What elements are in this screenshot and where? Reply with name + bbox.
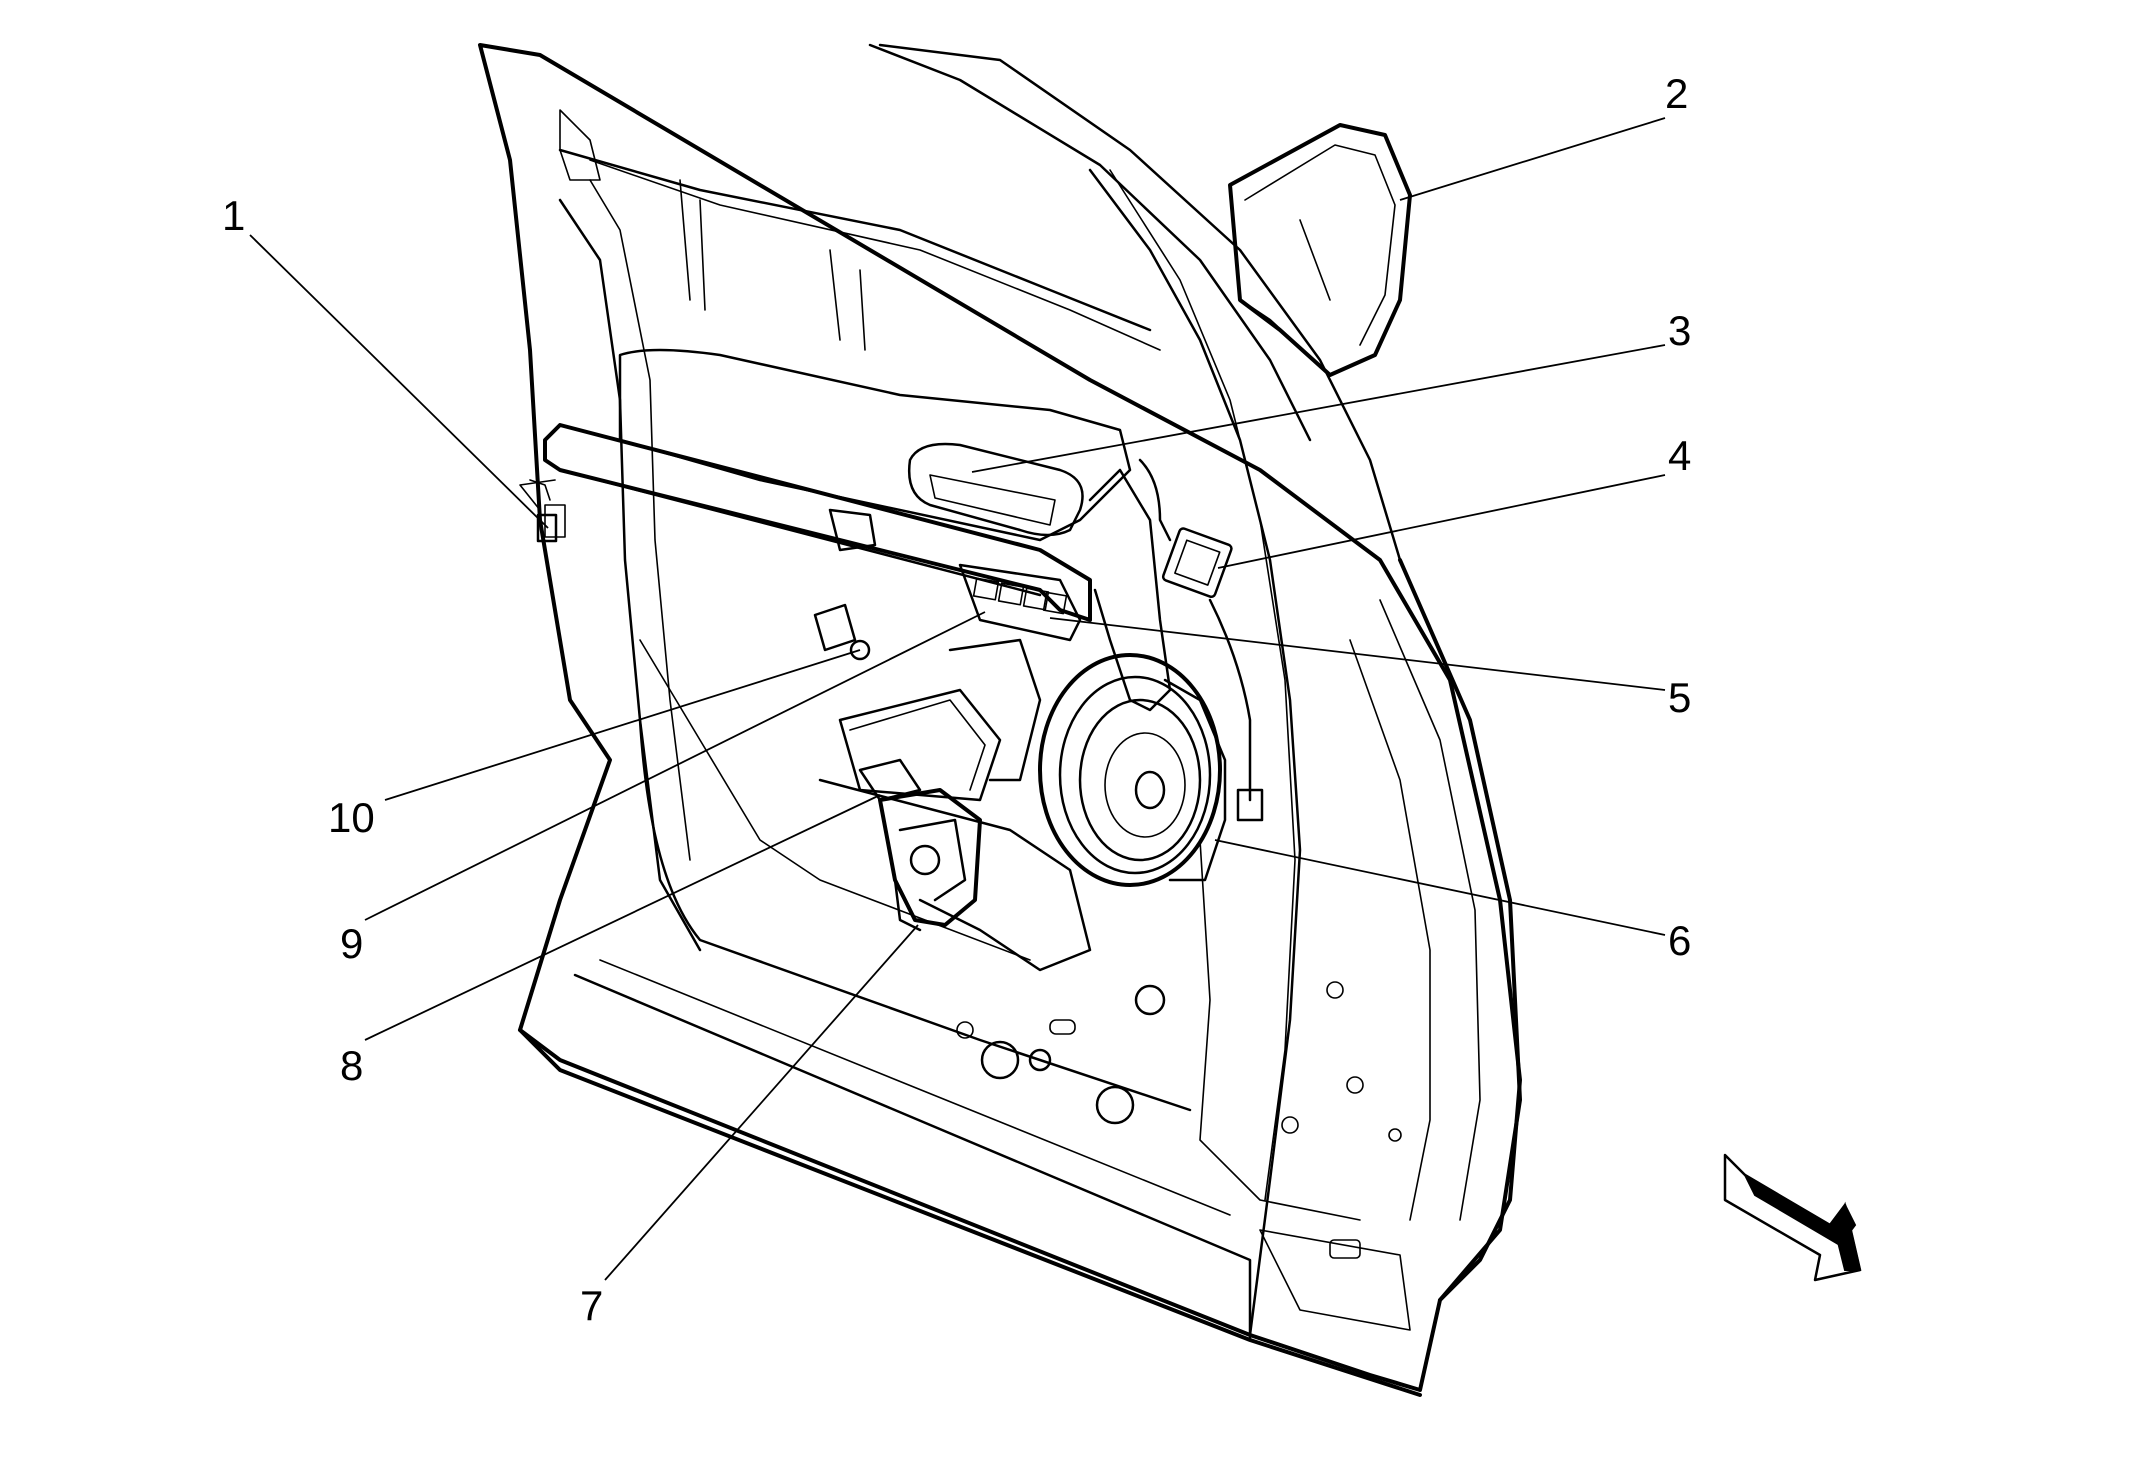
mirror-housing — [1228, 123, 1412, 377]
leader-1 — [249, 234, 549, 529]
leader-7 — [604, 924, 919, 1281]
callout-7: 7 — [580, 1282, 603, 1329]
leader-2 — [1399, 117, 1666, 201]
window-regulator — [818, 638, 1092, 972]
window-motor — [878, 788, 982, 927]
callout-8: 8 — [340, 1042, 363, 1089]
wiring-harness-connector — [1138, 458, 1264, 822]
direction-arrow-icon — [1723, 1153, 1862, 1282]
callout-6: 6 — [1668, 917, 1691, 964]
callout-1: 1 — [222, 192, 245, 239]
door-outer-outline — [478, 43, 1522, 1392]
callout-10: 10 — [328, 794, 375, 841]
callout-2: 2 — [1665, 70, 1688, 117]
window-frame-inner — [868, 43, 1312, 442]
outside-mirror — [1228, 123, 1412, 377]
leader-lines — [249, 117, 1666, 1281]
window-frame-outer — [878, 43, 1402, 562]
upper-trim-panel — [618, 348, 1132, 542]
trim-retainer — [529, 479, 558, 543]
door-trim-armrest — [543, 348, 1172, 712]
callout-5: 5 — [1668, 674, 1691, 721]
callout-9: 9 — [340, 920, 363, 967]
door-bottom-edge — [518, 1028, 1422, 1397]
callout-4: 4 — [1668, 432, 1691, 479]
leader-5 — [1049, 617, 1666, 691]
leader-8 — [364, 794, 881, 1041]
leader-9 — [364, 611, 986, 921]
window-switch-bezel — [958, 563, 1082, 642]
speaker-outer-rim — [1038, 653, 1222, 887]
interior-handle-bezel — [907, 442, 1084, 537]
door-pillar — [1088, 168, 1302, 1337]
door-shell — [478, 43, 1522, 1397]
armrest — [543, 423, 1092, 622]
door-speaker — [1038, 653, 1227, 887]
callout-3: 3 — [1668, 307, 1691, 354]
callout-labels: 1 2 3 4 5 6 7 8 9 10 — [222, 70, 1691, 1329]
harness-connector — [1161, 527, 1233, 599]
leader-10 — [384, 649, 861, 801]
leader-3 — [971, 344, 1666, 473]
trim-fastener — [813, 603, 871, 661]
leader-4 — [1217, 474, 1666, 569]
leader-6 — [1214, 839, 1666, 936]
